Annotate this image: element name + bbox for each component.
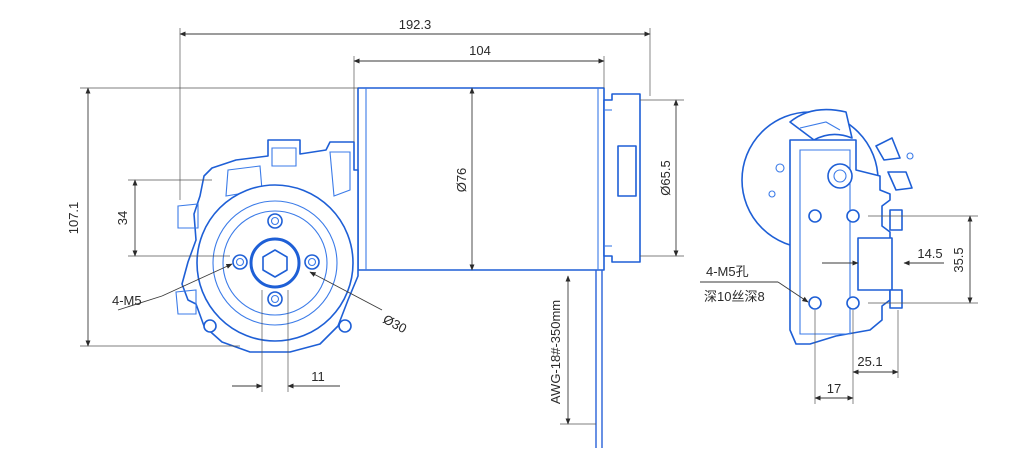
dim-overall-height: 107.1 xyxy=(66,202,81,235)
side-hole-bl xyxy=(808,296,822,310)
motor-body xyxy=(357,87,605,271)
lead-wires xyxy=(595,270,603,448)
dim-side-width-b: 17 xyxy=(827,381,841,396)
side-view xyxy=(741,108,914,345)
side-dimensions: 35.5 14.5 4-M5孔 深10丝深8 25.1 17 xyxy=(700,215,978,404)
side-hole-tr xyxy=(846,209,860,223)
mount-hole-bottom xyxy=(267,291,283,307)
label-side-thread-1: 4-M5孔 xyxy=(706,264,749,279)
dim-side-height: 35.5 xyxy=(951,247,966,272)
mount-hole-left xyxy=(232,254,248,270)
dim-hole-spacing: 34 xyxy=(115,211,130,225)
label-side-thread-2: 深10丝深8 xyxy=(704,289,765,304)
label-left-thread: 4-M5 xyxy=(112,293,142,308)
side-gearbox xyxy=(789,139,891,345)
dim-overall-length: 192.3 xyxy=(399,17,432,32)
side-hole-br xyxy=(846,296,860,310)
dim-pitch-circle: Ø30 xyxy=(381,311,410,336)
mount-hole-top xyxy=(267,213,283,229)
dim-flange-diameter: Ø65.5 xyxy=(658,160,673,195)
side-hole-tl xyxy=(808,209,822,223)
dim-shaft-offset: 11 xyxy=(311,369,325,384)
dim-side-width-a: 25.1 xyxy=(857,354,882,369)
dim-side-offset: 14.5 xyxy=(917,246,942,261)
dim-motor-diameter: Ø76 xyxy=(454,168,469,193)
dim-wire-spec: AWG-18#-350mm xyxy=(548,300,563,404)
front-dimensions: 192.3 104 107.1 34 Ø76 Ø65.5 4-M5 Ø30 xyxy=(66,17,684,425)
mount-hole-right xyxy=(304,254,320,270)
dim-motor-length: 104 xyxy=(469,43,491,58)
front-view xyxy=(175,87,641,448)
